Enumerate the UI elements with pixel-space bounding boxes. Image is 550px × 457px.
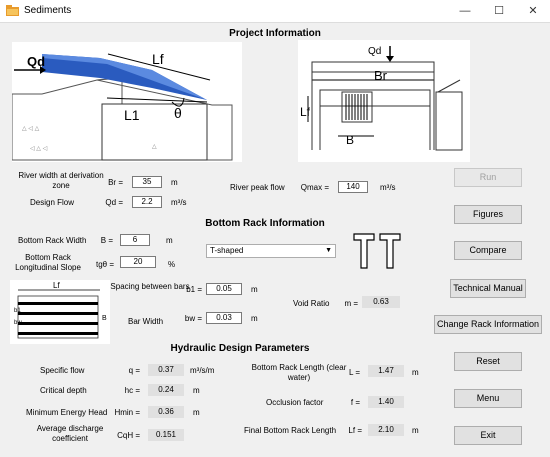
- b1-unit: m: [251, 285, 258, 294]
- q-unit: m³/s/m: [190, 366, 215, 375]
- qd-unit: m³/s: [171, 198, 187, 207]
- final-length-label: Final Bottom Rack Length: [244, 426, 337, 435]
- project-info-heading: Project Information: [229, 28, 321, 39]
- rack-slope-label: Bottom Rack Longitudinal Slope: [15, 253, 81, 272]
- t-shaped-bar-icon: [353, 233, 401, 269]
- rack-b1-label: b1: [14, 308, 21, 314]
- hc-unit: m: [193, 386, 200, 395]
- b-symbol: B =: [100, 236, 113, 245]
- design-flow-input[interactable]: 2.2: [132, 196, 162, 208]
- qmax-unit: m³/s: [380, 183, 396, 192]
- chevron-down-icon: ▼: [325, 247, 332, 254]
- figures-button[interactable]: Figures: [454, 205, 522, 224]
- specific-flow-output: 0.37: [148, 364, 184, 376]
- avg-discharge-output: 0.151: [148, 429, 184, 441]
- m-symbol: m =: [344, 299, 358, 308]
- intake-section-diagram: Qd Lf L1 θ △ ◁ △ ◁ △ ◁ △: [12, 42, 242, 162]
- menu-button[interactable]: Menu: [454, 389, 522, 408]
- void-ratio-label: Void Ratio: [293, 299, 330, 308]
- compare-button[interactable]: Compare: [454, 241, 522, 260]
- rack-bw-label: bw: [14, 320, 22, 326]
- tg-unit: %: [168, 260, 176, 269]
- f-symbol: f =: [350, 398, 360, 407]
- occlusion-output: 1.40: [368, 396, 404, 408]
- river-width-input[interactable]: 35: [132, 176, 162, 188]
- lf-symbol: Lf =: [348, 426, 362, 435]
- diagram-l1-label: L1: [124, 107, 140, 123]
- diagram-theta-label: θ: [174, 105, 182, 121]
- hc-symbol: hc =: [124, 386, 140, 395]
- lf-unit: m: [412, 426, 419, 435]
- rack-shape-select[interactable]: T-shaped ▼: [206, 244, 336, 258]
- br-unit: m: [171, 178, 178, 187]
- rack-b-label: B: [102, 315, 107, 322]
- spacing-label: Spacing between bars: [110, 282, 190, 291]
- tg-symbol: tgθ =: [95, 260, 114, 269]
- svg-text:△: △: [152, 144, 157, 150]
- hmin-unit: m: [193, 408, 200, 417]
- plan-br-label: Br: [374, 68, 388, 83]
- minimize-button[interactable]: —: [459, 5, 471, 17]
- plan-qd-label: Qd: [368, 46, 381, 57]
- exit-button[interactable]: Exit: [454, 426, 522, 445]
- br-symbol: Br =: [108, 178, 123, 187]
- void-ratio-output: 0.63: [362, 296, 400, 308]
- b-unit: m: [166, 236, 173, 245]
- min-energy-label: Minimum Energy Head: [26, 408, 108, 417]
- avg-discharge-label: Average discharge coefficient: [36, 424, 104, 443]
- svg-text:◁ △ ◁: ◁ △ ◁: [30, 146, 48, 152]
- window-title: Sediments: [24, 5, 72, 16]
- rack-plan-diagram: Lf b1 bw B: [10, 280, 110, 344]
- bar-width-label: Bar Width: [128, 317, 164, 326]
- app-icon: [6, 5, 19, 16]
- intake-plan-diagram: Qd Br Lf B: [298, 40, 470, 162]
- b1-symbol: b1 =: [186, 285, 202, 294]
- l-unit: m: [412, 368, 419, 377]
- rack-length-output: 1.47: [368, 365, 404, 377]
- rack-width-input[interactable]: 6: [120, 234, 150, 246]
- change-rack-info-button[interactable]: Change Rack Information: [434, 315, 542, 334]
- rack-shape-value: T-shaped: [210, 246, 244, 255]
- rack-length-label: Bottom Rack Length (clear water): [251, 363, 347, 382]
- cqh-symbol: CqH =: [117, 431, 140, 440]
- title-bar: Sediments — ☐ ✕: [0, 0, 550, 23]
- rack-slope-input[interactable]: 20: [120, 256, 156, 268]
- critical-depth-output: 0.24: [148, 384, 184, 396]
- specific-flow-label: Specific flow: [40, 366, 85, 375]
- q-symbol: q =: [128, 366, 140, 375]
- rack-lf-label: Lf: [53, 281, 60, 290]
- l-symbol: L =: [348, 368, 360, 377]
- qd-symbol: Qd =: [105, 198, 123, 207]
- reset-button[interactable]: Reset: [454, 352, 522, 371]
- bar-width-input[interactable]: 0.03: [206, 312, 242, 324]
- design-flow-label: Design Flow: [30, 198, 75, 207]
- peak-flow-label: River peak flow: [230, 183, 285, 192]
- maximize-button[interactable]: ☐: [494, 5, 504, 17]
- hmin-symbol: Hmin =: [114, 408, 140, 417]
- plan-b-label: B: [346, 133, 354, 147]
- final-length-output: 2.10: [368, 424, 404, 436]
- peak-flow-input[interactable]: 140: [338, 181, 368, 193]
- bw-symbol: bw =: [184, 314, 202, 323]
- qmax-symbol: Qmax =: [300, 183, 329, 192]
- hydraulic-heading: Hydraulic Design Parameters: [170, 343, 310, 354]
- occlusion-label: Occlusion factor: [266, 398, 324, 407]
- bw-unit: m: [251, 314, 258, 323]
- river-width-label: River width at derivation zone: [18, 171, 104, 190]
- diagram-qd-label: Qd: [27, 54, 45, 69]
- bar-spacing-input[interactable]: 0.05: [206, 283, 242, 295]
- critical-depth-label: Critical depth: [40, 386, 87, 395]
- plan-lf-label: Lf: [300, 105, 311, 119]
- technical-manual-button[interactable]: Technical Manual: [450, 279, 526, 298]
- svg-text:△ ◁ △: △ ◁ △: [22, 126, 40, 132]
- rack-width-label: Bottom Rack Width: [18, 236, 87, 245]
- run-button[interactable]: Run: [454, 168, 522, 187]
- rack-info-heading: Bottom Rack Information: [205, 218, 325, 229]
- close-button[interactable]: ✕: [528, 5, 538, 17]
- diagram-lf-label: Lf: [152, 51, 164, 67]
- min-energy-output: 0.36: [148, 406, 184, 418]
